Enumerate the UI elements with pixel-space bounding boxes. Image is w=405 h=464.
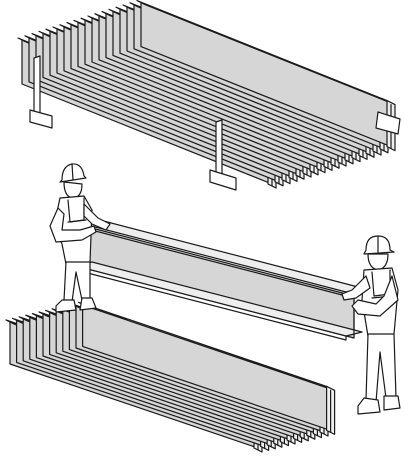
steel-i-beam-icon xyxy=(75,217,363,341)
top-beam-stack xyxy=(17,0,396,189)
carried-i-beam xyxy=(75,217,363,341)
worker-hard-hat-icon xyxy=(363,235,395,255)
worker-left xyxy=(49,163,111,313)
dunnage-post xyxy=(215,119,223,179)
steel-i-beam-icon xyxy=(78,301,336,435)
wooden-dunnage-icon xyxy=(29,109,401,191)
bottom-beam-stack xyxy=(5,301,336,453)
steel-i-beam-icon xyxy=(136,0,396,152)
dunnage-post xyxy=(33,55,41,115)
worker-right xyxy=(341,235,401,415)
worker-hard-hat-icon xyxy=(59,163,87,183)
top-stack-dunnage xyxy=(29,109,401,191)
